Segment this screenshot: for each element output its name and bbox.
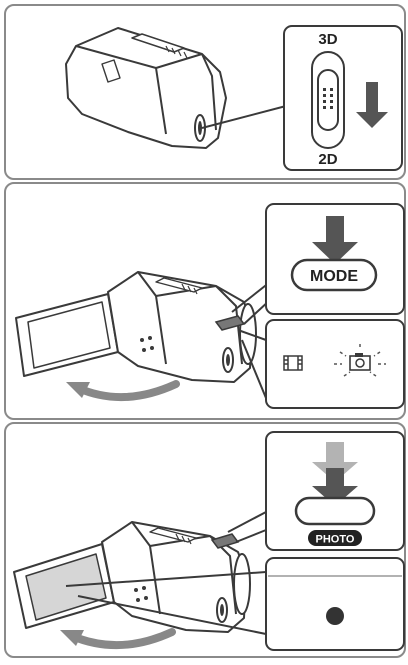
photo-button[interactable] (296, 498, 374, 524)
lcd-screen-icon (14, 544, 114, 628)
panel-3d-2d-switch: 3D 2D (4, 4, 406, 180)
rotate-screen-arrow-icon (72, 632, 172, 645)
panel-mode-button: MODE (4, 182, 406, 420)
lcd-screen-icon (16, 294, 118, 376)
switch-label-2d: 2D (318, 151, 337, 168)
panel3-illustration: PHOTO (6, 424, 408, 660)
switch-label-3d: 3D (318, 31, 337, 48)
mode-button[interactable]: MODE (292, 260, 376, 290)
3d-2d-switch[interactable] (312, 52, 344, 148)
panel-photo-button: PHOTO (4, 422, 406, 658)
camcorder-body-icon (66, 28, 226, 148)
photo-label-badge: PHOTO (308, 530, 362, 546)
record-dot-icon (326, 607, 344, 625)
panel1-illustration: 3D 2D (6, 6, 408, 182)
rotate-screen-arrow-icon (78, 384, 176, 397)
camera-photo-button[interactable] (212, 534, 238, 548)
screen-indicator-box (266, 558, 404, 650)
mode-button-label: MODE (310, 268, 358, 285)
panel2-illustration: MODE (6, 184, 408, 422)
photo-button-label: PHOTO (316, 534, 355, 546)
